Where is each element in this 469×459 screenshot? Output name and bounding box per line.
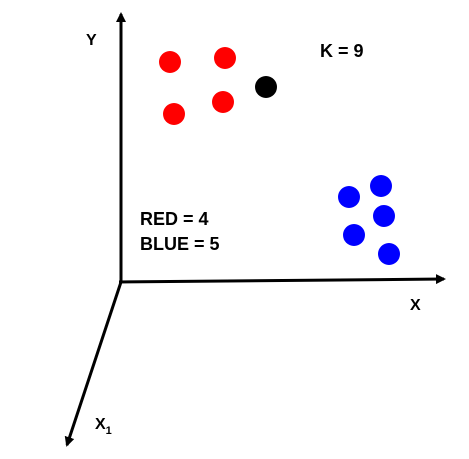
blue-point-5 [378, 243, 400, 265]
x1-axis-label-base: X [95, 416, 106, 433]
x-axis-label: X [410, 297, 421, 314]
x-axis [118, 274, 446, 285]
query-point [255, 76, 277, 98]
x1-axis-label: X1 [95, 416, 112, 437]
blue-point-4 [343, 224, 365, 246]
red-point-1 [159, 51, 181, 73]
red-point-2 [214, 47, 236, 69]
blue-point-1 [338, 186, 360, 208]
red-point-4 [212, 91, 234, 113]
y-axis-label: Y [86, 32, 97, 49]
points-layer [159, 47, 400, 265]
x1-axis [64, 281, 123, 447]
red-count-label: RED = 4 [140, 209, 209, 229]
blue-point-3 [373, 205, 395, 227]
k-value-label: K = 9 [320, 41, 364, 61]
x1-axis-label-subscript: 1 [106, 425, 112, 437]
blue-count-label: BLUE = 5 [140, 234, 220, 254]
red-point-3 [163, 103, 185, 125]
blue-point-2 [370, 175, 392, 197]
